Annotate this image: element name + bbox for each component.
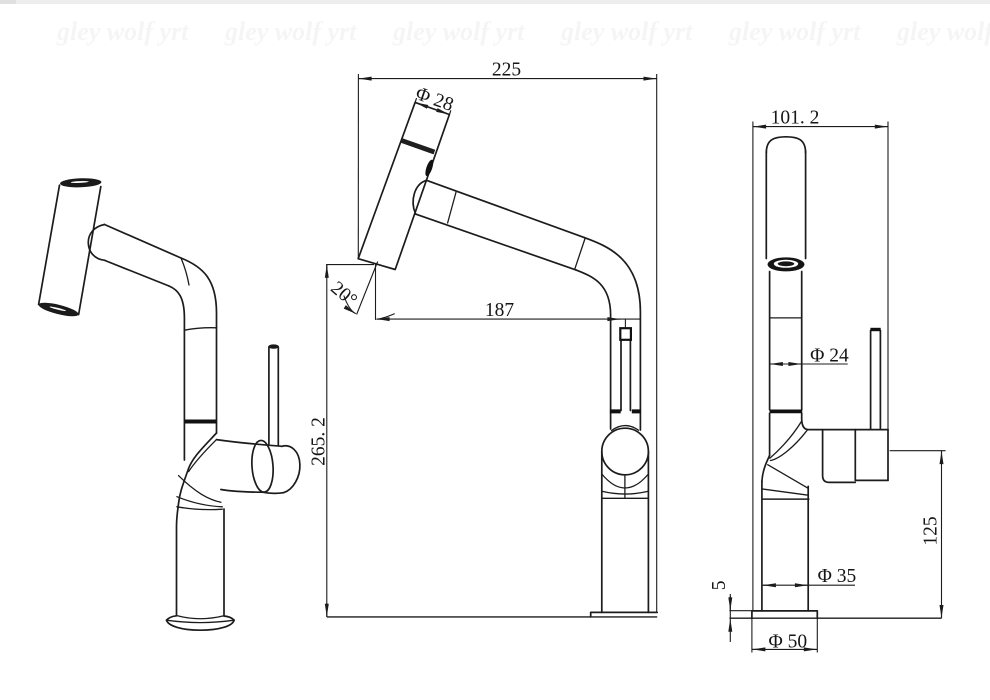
svg-text:gley wolf yrt: gley wolf yrt xyxy=(560,17,693,46)
svg-text:225: 225 xyxy=(492,60,521,81)
svg-text:101. 2: 101. 2 xyxy=(771,108,820,129)
svg-text:125: 125 xyxy=(921,516,942,545)
svg-text:5: 5 xyxy=(709,580,730,590)
svg-text:265. 2: 265. 2 xyxy=(309,417,330,466)
svg-text:Φ 24: Φ 24 xyxy=(810,346,849,367)
svg-text:Φ 35: Φ 35 xyxy=(818,566,857,587)
svg-text:Φ 50: Φ 50 xyxy=(768,632,807,653)
svg-text:187: 187 xyxy=(485,300,515,321)
svg-text:gley wolf yrt: gley wolf yrt xyxy=(224,17,357,46)
svg-text:gley wolf yrt: gley wolf yrt xyxy=(56,17,189,46)
svg-text:gley wolf yrt: gley wolf yrt xyxy=(728,17,861,46)
svg-text:gley wolf yrt: gley wolf yrt xyxy=(896,17,990,46)
svg-text:gley wolf yrt: gley wolf yrt xyxy=(392,17,525,46)
